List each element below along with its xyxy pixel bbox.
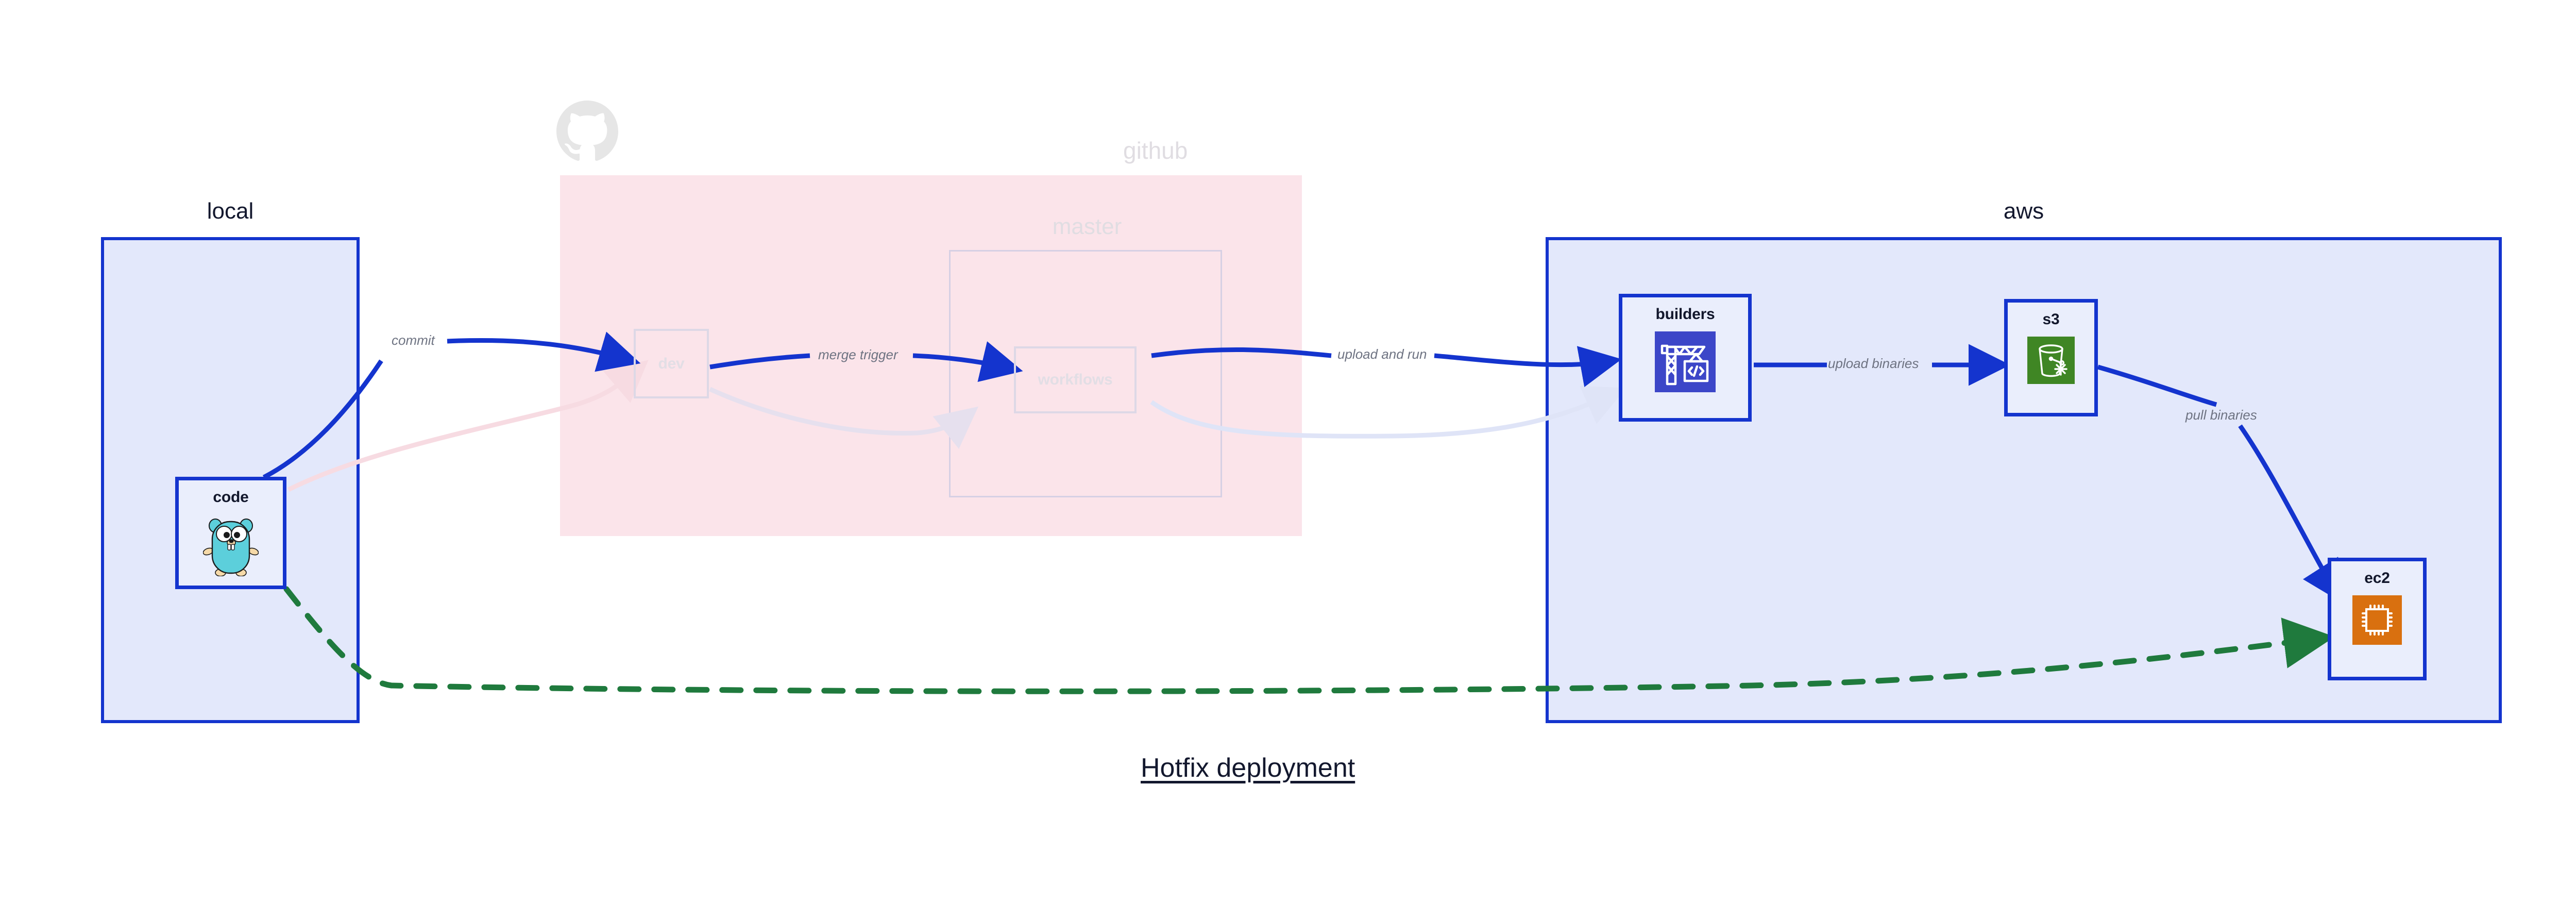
aws-codebuild-icon [1655, 331, 1716, 395]
github-mark-icon [556, 101, 618, 162]
cluster-local-label: local [207, 198, 254, 224]
node-s3[interactable]: s3 [2004, 299, 2098, 416]
edge-label-commit: commit [392, 332, 435, 348]
node-builders-label: builders [1655, 306, 1715, 323]
node-code-label: code [213, 489, 249, 506]
diagram-title: Hotfix deployment [1141, 753, 1355, 783]
node-ec2-label: ec2 [2364, 570, 2390, 587]
edge-label-upload-and-run: upload and run [1337, 346, 1427, 362]
cluster-master-label: master [1052, 214, 1122, 239]
aws-s3-glacier-icon [2027, 337, 2075, 387]
edge-label-pull-binaries: pull binaries [2185, 407, 2257, 423]
node-workflows[interactable]: workflows [1014, 346, 1137, 413]
node-ec2[interactable]: ec2 [2328, 558, 2427, 680]
node-workflows-label: workflows [1038, 371, 1113, 388]
cluster-github-label: github [1123, 137, 1188, 164]
edge-label-upload-binaries: upload binaries [1828, 356, 1919, 371]
cluster-aws-label: aws [2003, 198, 2044, 224]
aws-ec2-icon [2352, 595, 2402, 647]
node-builders[interactable]: builders [1619, 294, 1752, 422]
cluster-master [949, 250, 1222, 497]
go-gopher-icon [202, 514, 259, 579]
node-dev-label: dev [658, 355, 685, 372]
node-code[interactable]: code [175, 477, 286, 589]
edge-label-merge-trigger: merge trigger [818, 347, 898, 362]
node-dev[interactable]: dev [634, 329, 709, 398]
node-s3-label: s3 [2042, 311, 2060, 328]
